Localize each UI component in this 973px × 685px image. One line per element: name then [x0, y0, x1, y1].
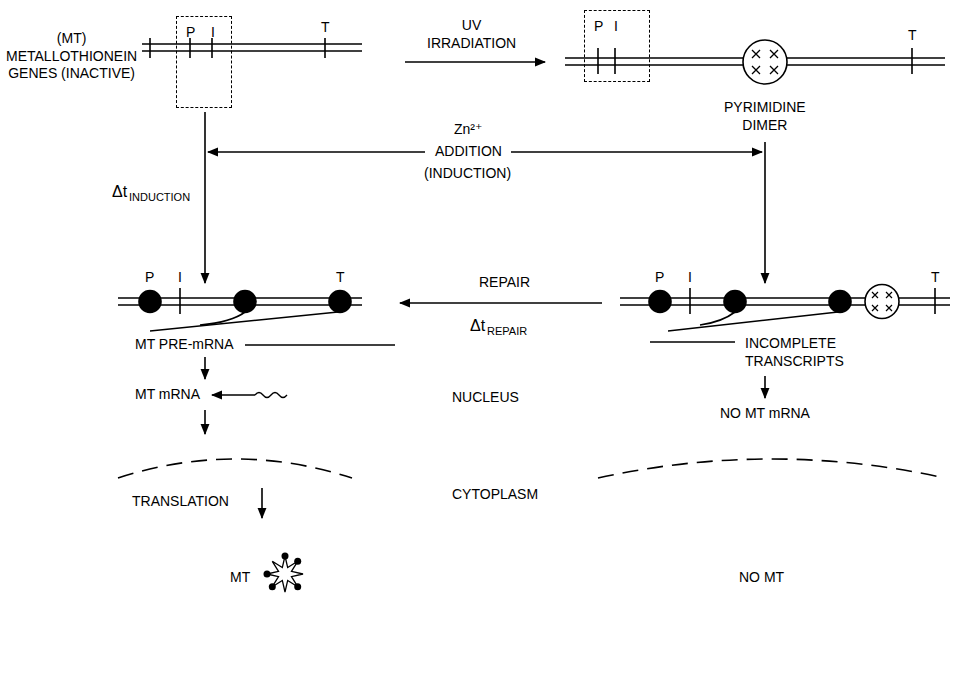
drawing [118, 38, 950, 592]
diagram-label: CYTOPLASM [452, 486, 538, 504]
diagram-label: MT [230, 569, 250, 587]
process-arrow [764, 376, 766, 398]
transcript [668, 312, 838, 331]
mt-protein [264, 553, 304, 593]
gene-tick [934, 288, 936, 314]
gene-tick [179, 288, 181, 314]
diagram-label: INDUCTION [129, 191, 190, 205]
process-arrow [405, 61, 545, 63]
diagram-label: ADDITION [435, 143, 502, 161]
diagram-label: UV IRRADIATION [427, 17, 516, 52]
diagram-label: REPAIR [479, 274, 530, 292]
diagram-label: P [145, 269, 154, 287]
metal-ion [294, 583, 301, 590]
nuclear-membrane [598, 459, 945, 478]
dna-strand [142, 43, 362, 45]
metal-ion [294, 558, 301, 565]
polymerase [234, 291, 256, 313]
diagram-label: INCOMPLETE TRANSCRIPTS [745, 335, 844, 370]
diagram-label: NO MT mRNA [720, 405, 810, 423]
region-letter: P [186, 24, 195, 42]
region-letter: I [614, 18, 618, 36]
diagram-label: TRANSLATION [132, 493, 229, 511]
polymerase [139, 291, 161, 313]
promoter-region-box: PI [584, 10, 650, 82]
process-arrow [204, 357, 206, 379]
diagram-label: Zn²⁺ [454, 121, 482, 139]
polymerase [724, 291, 746, 313]
region-letter: P [594, 18, 603, 36]
metal-ion [282, 553, 289, 560]
repair-arrow [400, 302, 602, 304]
transcript [245, 344, 395, 346]
dna-strand [142, 50, 362, 52]
gene-tick [189, 38, 191, 58]
diagram-label: I [688, 269, 692, 287]
polymerase [649, 291, 671, 313]
process-arrow [204, 112, 206, 283]
diagram-label: I [178, 269, 182, 287]
dimer-bonds [752, 50, 778, 74]
diagram-label: MT mRNA [135, 386, 200, 404]
diagram-label: REPAIR [487, 325, 527, 339]
gene-tick [689, 288, 691, 314]
diagram-label: T [336, 269, 345, 287]
dimer-bonds [872, 292, 892, 311]
mrna-strand [212, 394, 255, 396]
diagram-label: NUCLEUS [452, 389, 519, 407]
transcript [650, 341, 735, 343]
diagram-label: Δt [112, 182, 127, 202]
diagram-label: (MT) METALLOTHIONEIN GENES (INACTIVE) [6, 30, 137, 83]
pyrimidine-dimer [865, 285, 899, 319]
polya-tail [255, 393, 287, 398]
diagram-label: T [321, 19, 330, 37]
induction-arrow [208, 151, 425, 153]
polymerase [829, 291, 851, 313]
gene-tick [211, 38, 213, 58]
metal-ion [269, 583, 276, 590]
diagram-label: P [655, 269, 664, 287]
induction-arrow [511, 151, 762, 153]
nuclear-membrane [118, 459, 352, 478]
gene-tick [614, 48, 616, 74]
gene-tick [149, 38, 151, 58]
process-arrow [204, 410, 206, 434]
polymerase [329, 291, 351, 313]
process-arrow [764, 142, 766, 283]
promoter-region-box: PI [176, 16, 232, 108]
gene-tick [597, 48, 599, 74]
diagram-label: (INDUCTION) [424, 165, 511, 183]
diagram-label: T [908, 27, 917, 45]
metal-ion [264, 571, 271, 578]
process-arrow [261, 488, 263, 518]
gene-tick [911, 48, 913, 74]
diagram-label: NO MT [739, 569, 784, 587]
pyrimidine-dimer [743, 40, 787, 84]
protein-star [267, 556, 303, 592]
diagram-label: PYRIMIDINE DIMER [724, 99, 806, 134]
diagram-label: Δt [470, 316, 485, 336]
diagram-label: MT PRE-mRNA [135, 336, 234, 354]
diagram-label: T [931, 269, 940, 287]
transcript [700, 312, 735, 325]
region-letter: I [211, 24, 215, 42]
gene-tick [324, 38, 326, 58]
transcript [150, 312, 338, 331]
